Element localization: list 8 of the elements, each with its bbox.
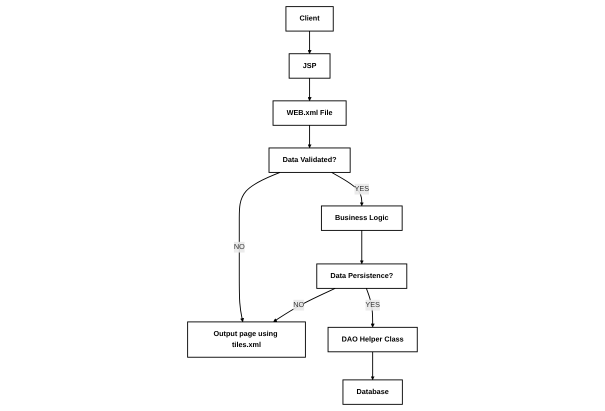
arrow <box>308 124 312 148</box>
arrow <box>331 172 364 206</box>
arrow <box>308 30 312 54</box>
arrow <box>308 78 312 102</box>
arrow <box>370 351 375 380</box>
arrow <box>360 230 364 264</box>
arrow <box>273 288 336 322</box>
arrow <box>238 172 280 322</box>
